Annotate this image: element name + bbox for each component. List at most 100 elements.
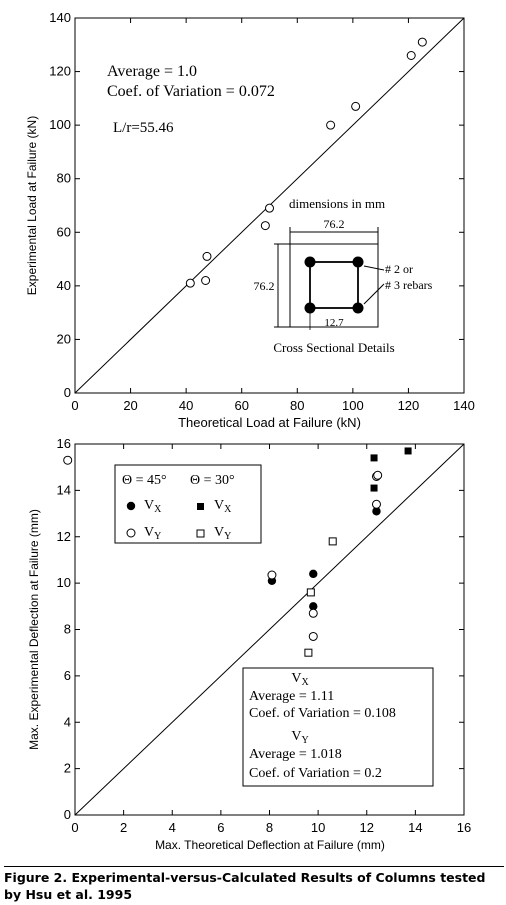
plot2-vx-45-point — [309, 602, 318, 611]
plot1-y-tick-label: 60 — [57, 224, 71, 239]
plot1-slenderness-annotation: L/r=55.46 — [113, 120, 174, 136]
plot2-legend-vy-45-label: VY — [144, 525, 161, 542]
inset-rebar-label: # 2 or — [385, 262, 413, 276]
inset-rebar-leader — [363, 283, 385, 305]
plot1-x-tick-label: 0 — [71, 398, 78, 413]
inset-rebar — [304, 302, 316, 314]
plot2-vy-45-point — [371, 499, 381, 509]
plot1-data-point — [260, 221, 270, 231]
plot2-legend-header-30: Θ = 30° — [190, 473, 235, 488]
plot2-x-tick-label: 8 — [266, 820, 273, 835]
plot2-y-tick-label: 16 — [57, 436, 71, 451]
plot2-vy-45-point — [63, 455, 73, 465]
plot2-vx-30-point — [370, 454, 378, 462]
plot1-x-tick-label: 120 — [398, 398, 420, 413]
plot2-vx-30-point — [404, 447, 412, 455]
plot2-y-tick-label: 14 — [57, 482, 71, 497]
plot2-stats-vx-average: Average = 1.11 — [249, 689, 334, 704]
plot2-legend-vy-30-marker — [196, 529, 205, 538]
inset-rebar-leader — [363, 265, 385, 271]
plot2-stats-vy-cov: Coef. of Variation = 0.2 — [249, 766, 382, 781]
plot1-frame — [74, 17, 465, 394]
plot2-x-tick-label: 2 — [120, 820, 127, 835]
plot1-data-point — [417, 37, 427, 47]
plot2-vx-45-point — [372, 507, 381, 516]
plot2-x-tick-label: 12 — [360, 820, 374, 835]
inset-caption: Cross Sectional Details — [273, 340, 394, 355]
plot1-y-tick-label: 20 — [57, 331, 71, 346]
plot1-y-tick-label: 120 — [49, 64, 71, 79]
inset-stirrup — [309, 261, 359, 309]
plot2-legend-vx-45-label: VX — [144, 498, 162, 515]
plot2-y-tick-label: 6 — [64, 668, 71, 683]
inset-height-label: 76.2 — [254, 279, 275, 293]
plot1-x-tick-label: 20 — [123, 398, 137, 413]
plot1-data-point — [265, 203, 274, 213]
plot2-x-tick-label: 10 — [311, 820, 325, 835]
plot1-data-point — [351, 101, 361, 111]
plot1-y-tick-label: 140 — [49, 10, 71, 25]
plot2-vy-30-point — [304, 648, 313, 657]
plot1-y-axis-label: Experimental Load at Failure (kN) — [25, 116, 39, 295]
plot2-y-tick-label: 10 — [57, 575, 71, 590]
plot1-average-annotation: Average = 1.0 — [107, 63, 197, 80]
plot2-vy-30-point — [306, 588, 315, 597]
plot2-stats-vy-title: VY — [291, 729, 308, 746]
plot2-y-axis-label: Max. Experimental Deflection at Failure … — [27, 509, 41, 750]
plot2-vy-45-point — [373, 470, 383, 480]
plot2-y-tick-label: 0 — [64, 807, 71, 822]
plot2-legend-vy-30-label: VY — [214, 525, 231, 542]
plot2-x-tick-label: 16 — [457, 820, 471, 835]
plot2-legend-vx-30-marker — [197, 503, 204, 510]
plot2-reference-line — [74, 443, 465, 816]
plot1-y-tick-label: 100 — [49, 117, 71, 132]
plot2-vx-30-point — [370, 484, 378, 492]
plot2-x-tick-label: 6 — [217, 820, 224, 835]
plot1-y-tick-label: 40 — [57, 278, 71, 293]
inset-width-label: 76.2 — [324, 217, 345, 231]
inset-dimensions-note: dimensions in mm — [289, 196, 385, 211]
plot2-vy-45-point — [308, 608, 318, 618]
plot2-legend-vx-30-label: VX — [214, 498, 232, 515]
plot2-legend-box — [114, 464, 262, 544]
inset-cover-label: 12.7 — [324, 317, 344, 329]
plot2-y-tick-label: 4 — [64, 714, 71, 729]
plot2-stats-box — [242, 667, 434, 787]
plot2-stats-vy-average: Average = 1.018 — [249, 747, 342, 762]
plot2-x-tick-label: 4 — [169, 820, 176, 835]
plot1-x-tick-label: 100 — [342, 398, 364, 413]
plot2-legend-header-45: Θ = 45° — [122, 473, 167, 488]
plot2-legend-vy-45-marker — [126, 528, 136, 538]
plot1-data-point — [201, 276, 211, 285]
inset-rebar — [304, 256, 316, 268]
plot1-data-point — [202, 251, 212, 261]
plot2-y-tick-label: 2 — [64, 761, 71, 776]
plot1-x-tick-label: 140 — [453, 398, 475, 413]
plot1-x-tick-label: 80 — [290, 398, 304, 413]
plot2-vy-45-point — [308, 631, 318, 641]
plot2-vy-45-point — [267, 570, 277, 580]
plot2-y-tick-label: 12 — [57, 529, 71, 544]
plot1-data-point — [185, 278, 195, 288]
plot1-cov-annotation: Coef. of Variation = 0.072 — [107, 83, 275, 100]
inset-rebar-label: # 3 rebars — [385, 278, 433, 292]
plot1-y-tick-label: 80 — [57, 171, 71, 186]
plot1-data-point — [326, 120, 336, 130]
plot2-vy-30-point — [328, 537, 337, 546]
plot2-stats-vx-cov: Coef. of Variation = 0.108 — [249, 706, 396, 721]
plot1-x-tick-label: 60 — [234, 398, 248, 413]
plot1-x-tick-label: 40 — [179, 398, 193, 413]
plot1-x-axis-label: Theoretical Load at Failure (kN) — [178, 415, 361, 430]
plot2-vx-45-point — [309, 569, 318, 579]
plot2-stats-vx-title: VX — [291, 671, 309, 688]
inset-outer-outline — [289, 243, 379, 328]
plot1-data-point — [406, 51, 416, 60]
figure-caption: Figure 2. Experimental-versus-Calculated… — [4, 866, 504, 905]
plot2-x-tick-label: 0 — [71, 820, 78, 835]
inset-rebar — [352, 302, 364, 314]
plot2-x-tick-label: 14 — [408, 820, 422, 835]
plot2-y-tick-label: 8 — [64, 622, 71, 637]
plot2-x-axis-label: Max. Theoretical Deflection at Failure (… — [155, 838, 385, 852]
plot1-y-tick-label: 0 — [64, 385, 71, 400]
